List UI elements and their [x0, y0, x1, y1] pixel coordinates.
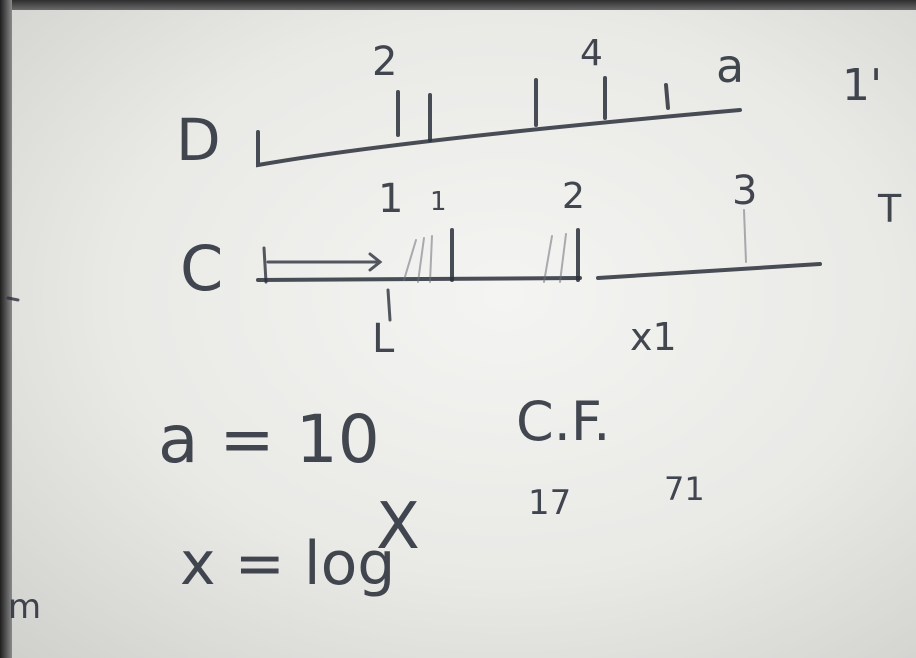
- margin-dash: [6, 296, 20, 302]
- scale-c-below-left: L: [372, 316, 395, 362]
- equation-a-value: a = 10: [158, 401, 380, 478]
- equation-cf-a: 17: [528, 483, 571, 523]
- scale-c-label: C: [180, 232, 223, 305]
- margin-note: m: [8, 587, 41, 627]
- scale-c-line: [256, 262, 822, 282]
- scale-c-faint-tick-3: [743, 209, 747, 263]
- scale-c-tick-2: 2: [562, 176, 585, 217]
- scale-c-faint-ticks-1: [403, 235, 433, 283]
- photo-top-edge: [0, 0, 916, 10]
- photo-left-edge: [0, 0, 12, 658]
- scale-d-tick-2: 2: [372, 39, 397, 85]
- scale-c-tick-3: 3: [732, 168, 757, 214]
- scale-c-tick-1b: 1: [430, 187, 447, 217]
- scale-c-end-label: T: [877, 187, 902, 231]
- equation-x-var: X: [376, 490, 420, 564]
- equation-cf-b: 71: [664, 470, 705, 508]
- scale-c-faint-ticks-2: [543, 233, 567, 283]
- scale-c-pointer: [386, 288, 392, 322]
- scale-d-end-label: 1': [842, 60, 882, 111]
- scale-c-arrow: [262, 246, 383, 284]
- scale-d-line: [256, 108, 742, 168]
- scale-d-label: D: [176, 106, 221, 174]
- scale-d-tick-4: 4: [580, 33, 603, 74]
- equation-cf: C.F.: [516, 390, 610, 453]
- equation-x-log: x = log: [180, 529, 395, 599]
- scale-c-tick-1a: 1: [378, 176, 403, 222]
- scale-c-below-right: x1: [630, 315, 677, 359]
- scale-d-ticks: [396, 76, 670, 142]
- scale-d-tick-a: a: [716, 39, 744, 93]
